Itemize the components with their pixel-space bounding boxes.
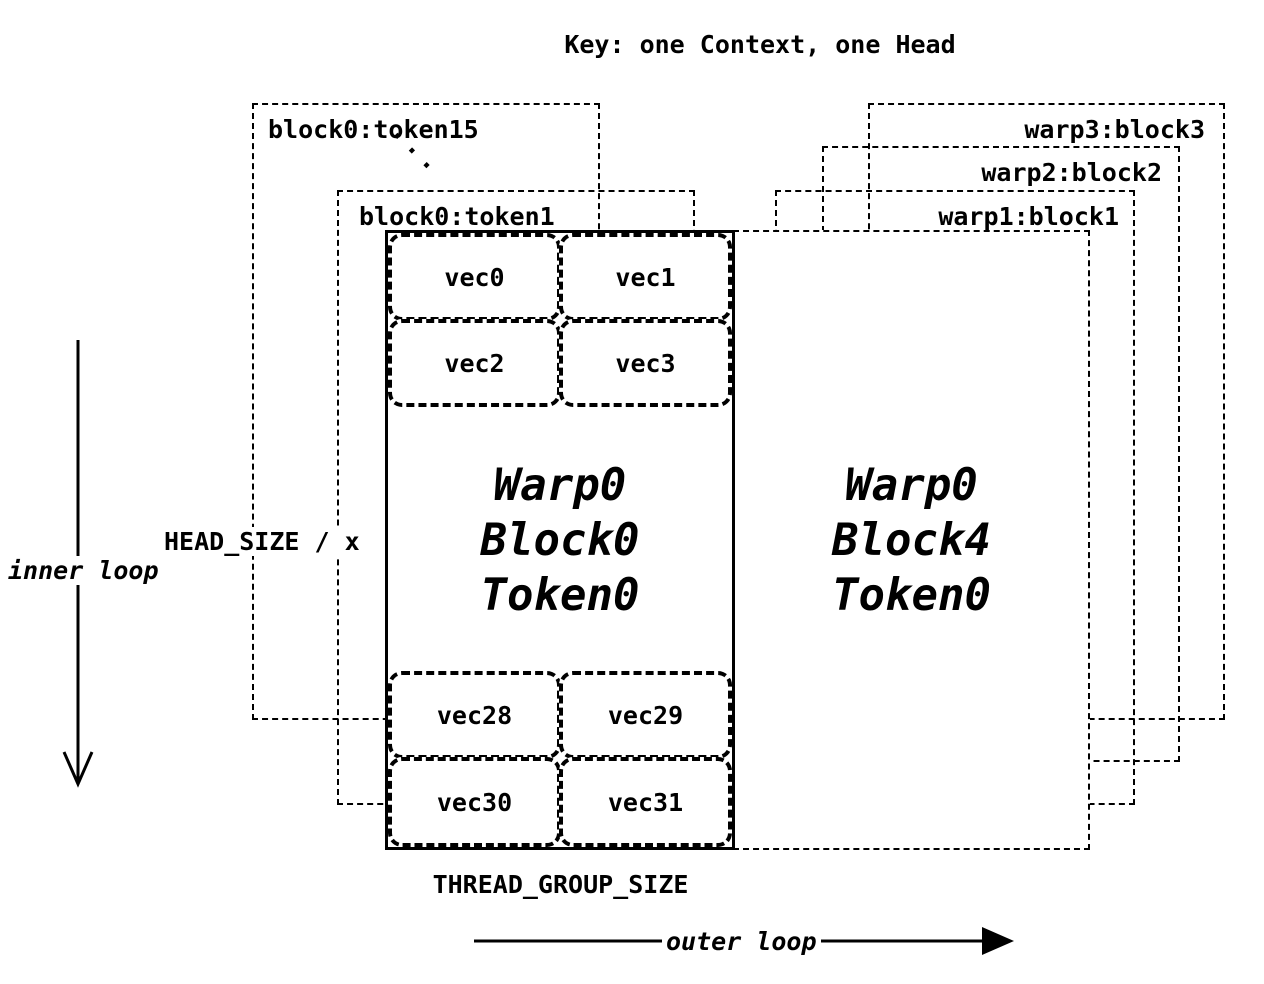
- vec3-cell: vec3: [559, 319, 732, 407]
- layer-warp1-block1-label: warp1:block1: [938, 202, 1119, 231]
- inner-loop-arrowhead-icon: [62, 751, 94, 788]
- vec31-cell: vec31: [559, 757, 732, 847]
- thread-group-size-label: THREAD_GROUP_SIZE: [388, 870, 733, 899]
- right-block-title-line3: Token0: [832, 570, 991, 621]
- head-size-label: HEAD_SIZE / x: [160, 527, 364, 556]
- vec28-cell: vec28: [388, 671, 561, 759]
- vec29-cell: vec29: [559, 671, 732, 759]
- vec1-cell: vec1: [559, 233, 732, 321]
- block-warp0-block0-token0: vec0 vec1 vec2 vec3 Warp0 Block0 Token0 …: [385, 230, 735, 850]
- outer-loop-arrowhead-icon: [982, 927, 1014, 955]
- inner-loop-label: inner loop: [4, 556, 163, 585]
- main-block-title-line1: Warp0: [493, 460, 627, 511]
- block-warp0-block4-token0: Warp0 Block4 Token0: [733, 230, 1090, 850]
- vec2-cell: vec2: [388, 319, 561, 407]
- layer-warp2-block2-label: warp2:block2: [981, 158, 1162, 187]
- right-block-title-line2: Block4: [832, 515, 991, 566]
- layer-warp3-block3-label: warp3:block3: [1024, 115, 1205, 144]
- main-block-title-line3: Token0: [480, 570, 640, 621]
- layer-block0-token15-label: block0:token15: [268, 115, 479, 144]
- main-block-title-line2: Block0: [480, 515, 640, 566]
- vec30-cell: vec30: [388, 757, 561, 847]
- diagram-title: Key: one Context, one Head: [495, 30, 1025, 59]
- vec0-cell: vec0: [388, 233, 561, 321]
- main-block-title: Warp0 Block0 Token0: [388, 458, 732, 623]
- right-block-title-line1: Warp0: [845, 460, 978, 511]
- outer-loop-label: outer loop: [662, 927, 821, 956]
- layer-block0-token1-label: block0:token1: [359, 202, 555, 231]
- right-block-title: Warp0 Block4 Token0: [735, 458, 1088, 623]
